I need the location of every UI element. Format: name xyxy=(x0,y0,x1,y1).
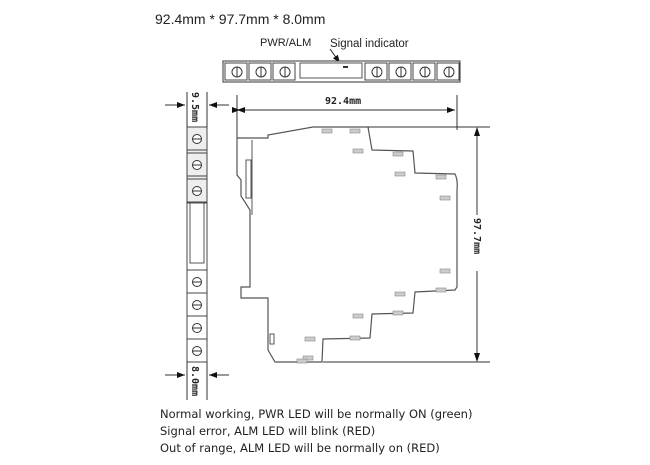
terminal-screw xyxy=(186,152,208,177)
terminal-screw xyxy=(186,178,208,203)
side-profile-outline xyxy=(236,126,458,363)
note-alm-on: Out of range, ALM LED will be normally o… xyxy=(160,441,440,455)
vent-tab xyxy=(321,128,333,134)
vent-tab xyxy=(352,313,364,319)
overall-dimensions-title: 92.4mm * 97.7mm * 8.0mm xyxy=(155,11,325,27)
vent-tab xyxy=(439,268,451,274)
led-indicator xyxy=(343,66,348,68)
pitch-dimension: 9.5mm xyxy=(189,92,200,122)
height-dimension: 97.7mm xyxy=(471,218,482,254)
terminal-screw xyxy=(186,338,208,363)
note-pwr: Normal working, PWR LED will be normally… xyxy=(160,407,473,421)
top-view: PWR/ALM Signal indicator xyxy=(222,37,461,83)
terminal-screw xyxy=(436,62,460,81)
front-view: 9.5mm 8.0mm xyxy=(165,92,229,400)
terminal-screw xyxy=(364,62,388,81)
vent-tab xyxy=(435,174,447,180)
vent-tab xyxy=(394,171,406,177)
terminal-screw xyxy=(412,62,436,81)
width-dimension: 92.4mm xyxy=(325,96,361,107)
vent-tab xyxy=(349,335,361,341)
terminal-screw xyxy=(388,62,412,81)
note-alm-blink: Signal error, ALM LED will blink (RED) xyxy=(160,424,376,438)
vent-tab xyxy=(392,310,404,316)
vent-tab xyxy=(304,336,316,342)
vent-tab xyxy=(296,358,308,364)
thickness-dimension: 8.0mm xyxy=(189,366,200,396)
vent-tab xyxy=(392,151,404,157)
vent-tab xyxy=(352,148,364,154)
vent-tab xyxy=(302,355,314,361)
terminal-screw xyxy=(186,126,208,151)
vent-tab xyxy=(439,195,451,201)
terminal-screw xyxy=(186,315,208,340)
terminal-screw xyxy=(272,62,296,81)
terminal-screw xyxy=(248,62,272,81)
vent-tab xyxy=(349,128,361,134)
signal-indicator-label: Signal indicator xyxy=(330,38,409,50)
vent-tab xyxy=(435,287,447,293)
vent-tab xyxy=(394,291,406,297)
terminal-screw xyxy=(224,62,248,81)
pwr-alm-label: PWR/ALM xyxy=(260,37,311,49)
